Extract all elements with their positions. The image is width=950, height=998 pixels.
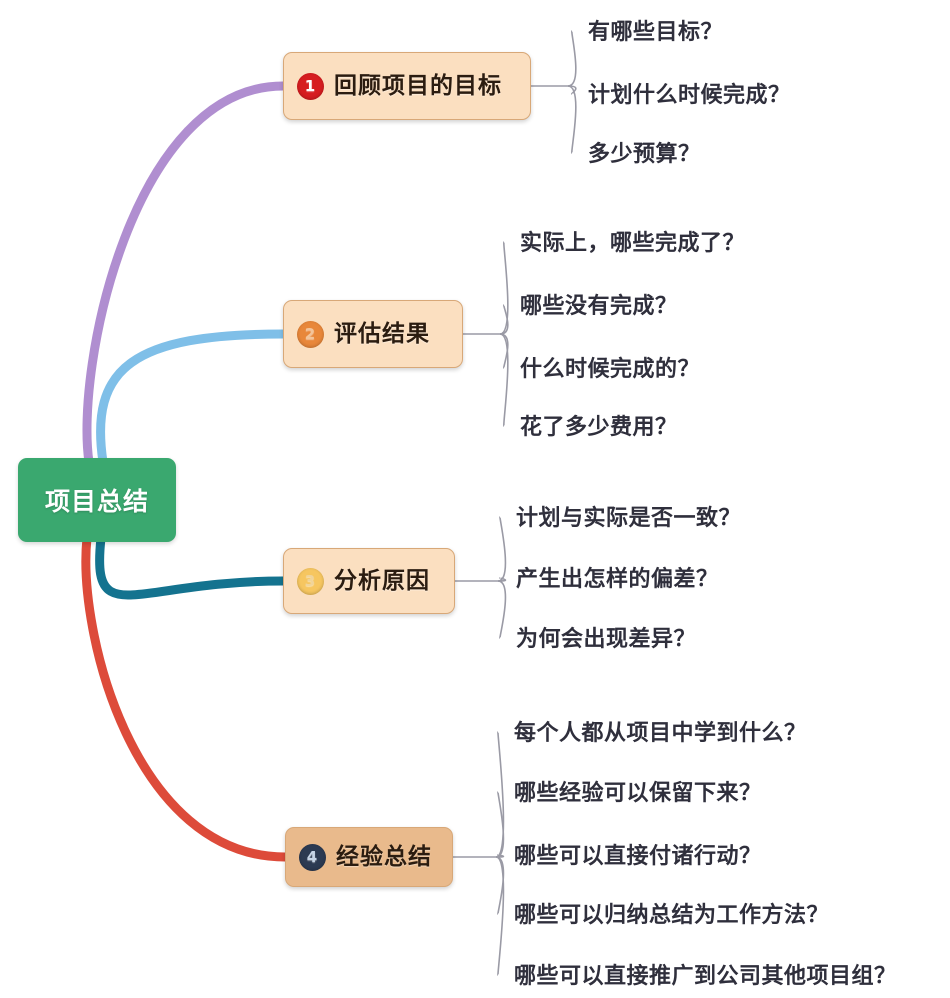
leaf-item[interactable]: 为何会出现差异？ [516,627,697,652]
branch-curve-4 [81,533,290,862]
leaf-connector [497,516,507,582]
leaf-connector [499,304,509,335]
leaf-item[interactable]: 花了多少费用？ [520,415,678,440]
leaf-connector [497,580,507,639]
leaf-connector [495,854,505,858]
branch-label-1: 回顾项目的目标 [334,72,502,99]
branch-curve-1 [82,81,288,467]
leaf-connector [497,577,507,582]
leaf-item[interactable]: 哪些经验可以保留下来？ [514,781,762,806]
branch-curve-3 [95,533,288,600]
branch-label-3: 分析原因 [334,567,430,594]
branch-badge-1: 1 [297,72,324,100]
branch-label-4: 经验总结 [336,843,432,870]
branch-label-2: 评估结果 [334,320,430,347]
leaf-item[interactable]: 有哪些目标？ [588,20,724,45]
leaf-connector [495,731,505,858]
leaf-connector [499,333,509,369]
leaf-item[interactable]: 计划什么时候完成？ [588,83,791,108]
branch-badge-3: 3 [297,567,324,595]
leaf-item[interactable]: 哪些可以直接付诸行动？ [514,844,762,869]
branch-badge-4: 4 [299,843,326,871]
branch-node-2[interactable]: 2 评估结果 [283,300,463,368]
branch-badge-2: 2 [297,320,324,348]
root-node-label: 项目总结 [44,487,149,516]
branch-node-1[interactable]: 1 回顾项目的目标 [283,52,531,120]
leaf-item[interactable]: 每个人都从项目中学到什么？ [514,721,807,746]
leaf-connector [567,85,577,95]
leaf-connector [495,791,505,858]
leaf-connector [567,30,577,87]
leaf-item[interactable]: 什么时候完成的？ [520,357,701,382]
leaf-item[interactable]: 哪些可以直接推广到公司其他项目组？ [514,964,897,989]
root-node[interactable]: 项目总结 [18,458,176,542]
leaf-item[interactable]: 产生出怎样的偏差？ [516,567,719,592]
branch-node-3[interactable]: 3 分析原因 [283,548,455,614]
leaf-item[interactable]: 实际上，哪些完成了？ [520,231,746,256]
leaf-item[interactable]: 哪些可以归纳总结为工作方法？ [514,903,830,928]
branch-node-4[interactable]: 4 经验总结 [285,827,453,887]
leaf-connector [567,85,577,154]
leaf-item[interactable]: 计划与实际是否一致？ [516,506,742,531]
leaf-item[interactable]: 多少预算？ [588,142,701,167]
leaf-connector [499,333,509,427]
branch-curve-2 [96,329,288,467]
leaf-item[interactable]: 哪些没有完成？ [520,294,678,319]
leaf-connector [495,856,505,976]
leaf-connector [495,856,505,915]
leaf-connector [499,241,509,335]
